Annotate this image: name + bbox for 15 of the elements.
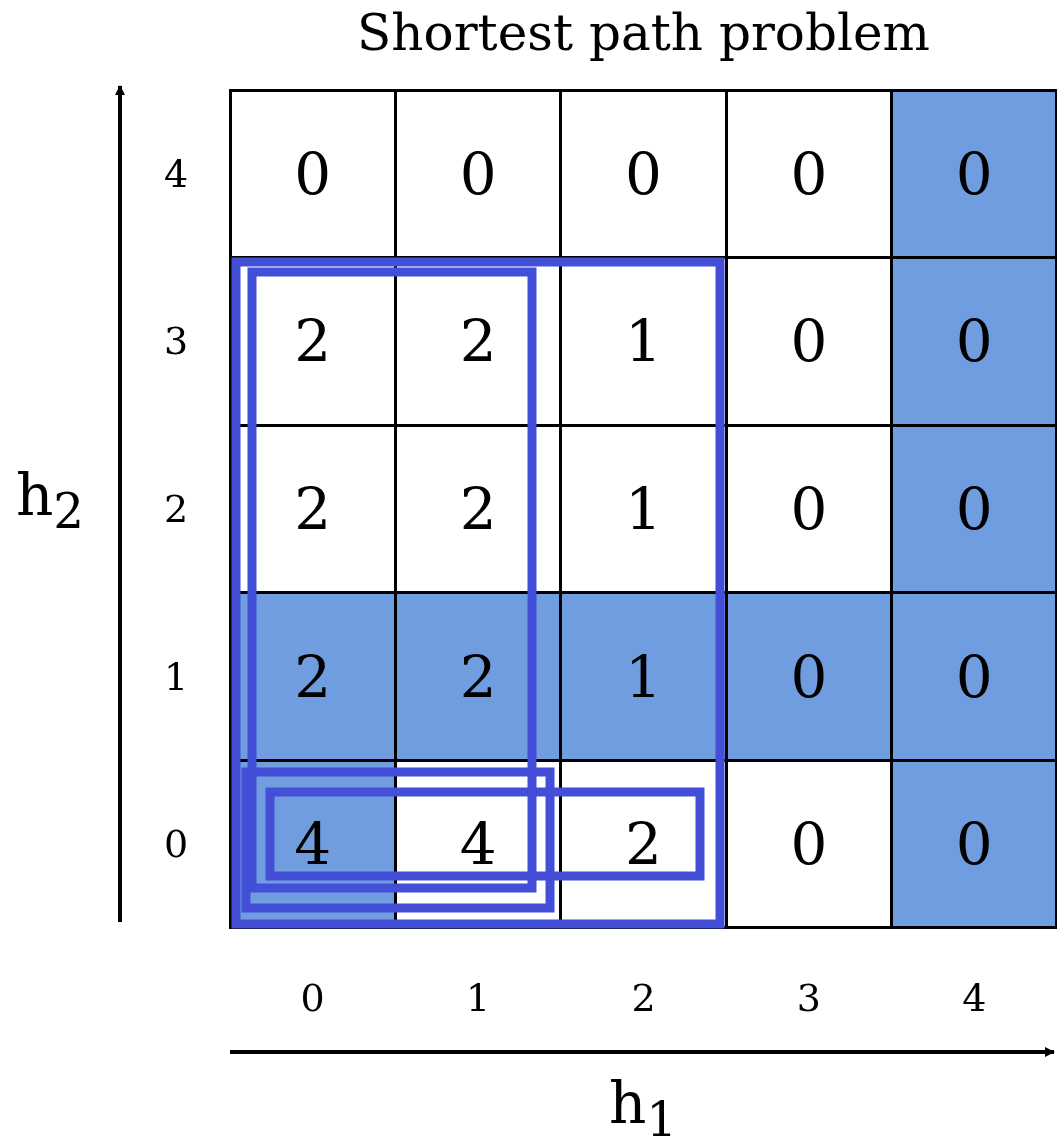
axis-tick-label: 0 [300,976,325,1020]
axis-title: h$_{2}$ [15,461,85,539]
axis-tick-label: 1 [163,654,189,699]
grid-cell: 0 [890,256,1057,427]
axis-tick-label: 3 [163,319,189,364]
chart-title: Shortest path problem [356,4,931,62]
axis-tick-label: 0 [163,822,189,867]
grid-cell: 0 [890,591,1057,762]
axis-tick-label: 4 [962,976,987,1020]
axis-tick-label: 2 [163,487,189,531]
axis-title: h$_{1}$ [608,1069,678,1139]
axis-tick-label: 1 [466,976,491,1020]
axis-tick-label: 4 [163,151,189,196]
axis-tick-label: 3 [796,976,821,1020]
axis-tick-label: 2 [631,976,656,1020]
